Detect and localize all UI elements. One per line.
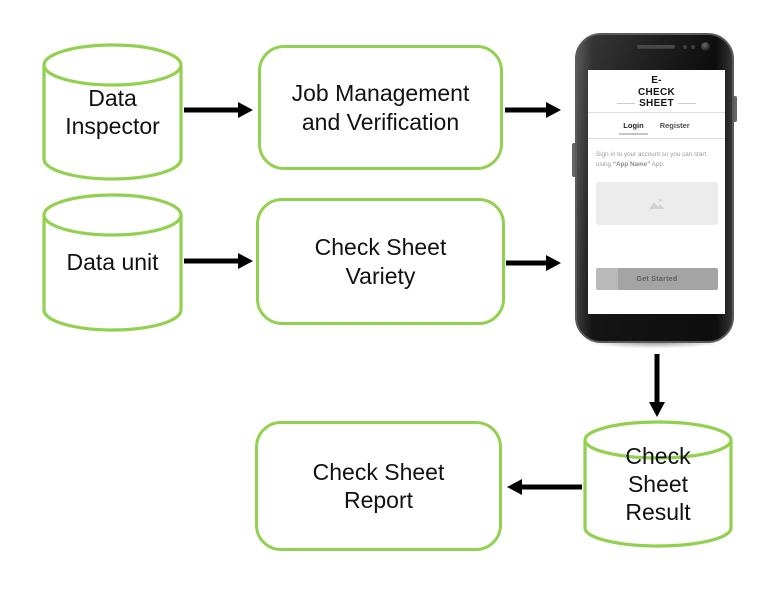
node-label: Check Sheet Variety — [314, 234, 447, 289]
tab-register-label: Register — [659, 121, 690, 130]
tab-bar: Login Register — [588, 121, 725, 135]
node-check-sheet-result: Check Sheet Result — [583, 420, 733, 548]
tab-register[interactable]: Register — [660, 121, 690, 130]
phone-camera-icon — [701, 42, 710, 51]
node-label: Job Management and Verification — [291, 80, 470, 135]
signin-line1: Sign in to your account so you can start — [596, 151, 707, 158]
cylinder-shape — [583, 420, 733, 548]
tab-login[interactable]: Login — [619, 121, 648, 135]
title-rule-left — [617, 103, 636, 105]
app-title-line: E- — [651, 75, 662, 86]
tab-login-label: Login — [623, 121, 644, 130]
cylinder-shape — [42, 43, 183, 181]
title-rule-right — [677, 103, 696, 105]
image-placeholder — [596, 182, 718, 225]
phone-sensor-icon — [683, 45, 687, 49]
phone-body: E- CHECK SHEET Login Register — [575, 33, 734, 343]
signin-text: Sign in to your account so you can start… — [596, 150, 721, 169]
phone-screen: E- CHECK SHEET Login Register — [588, 70, 725, 314]
node-check-sheet-report: Check Sheet Report — [255, 421, 502, 551]
node-job-management: Job Management and Verification — [258, 45, 503, 170]
phone-mockup: E- CHECK SHEET Login Register — [559, 33, 750, 351]
node-label: Check Sheet Report — [312, 458, 445, 513]
node-check-sheet-variety: Check Sheet Variety — [256, 198, 505, 325]
app-title-text: SHEET — [639, 98, 674, 109]
active-tab-underline — [619, 133, 648, 135]
app-title: E- CHECK SHEET — [588, 75, 725, 110]
get-started-button[interactable]: Get Started — [596, 268, 718, 290]
phone-volume-button — [572, 143, 576, 177]
node-data-unit: Data unit — [42, 193, 183, 332]
app-title-line: SHEET — [588, 98, 725, 110]
app-title-line: CHECK — [637, 86, 676, 98]
divider — [588, 138, 725, 139]
phone-power-button — [733, 96, 737, 122]
phone-speaker-icon — [637, 45, 675, 48]
node-label: Data unit — [66, 249, 159, 276]
phone-sensor-icon — [691, 45, 695, 49]
signin-line2: using “App Name” App. — [596, 160, 665, 168]
node-label: Data Inspector — [65, 84, 160, 139]
photo-icon — [649, 199, 665, 209]
node-data-inspector: Data Inspector — [42, 43, 183, 181]
node-label: Check Sheet Result — [625, 442, 691, 526]
cylinder-shape — [42, 193, 183, 332]
divider — [588, 112, 725, 113]
